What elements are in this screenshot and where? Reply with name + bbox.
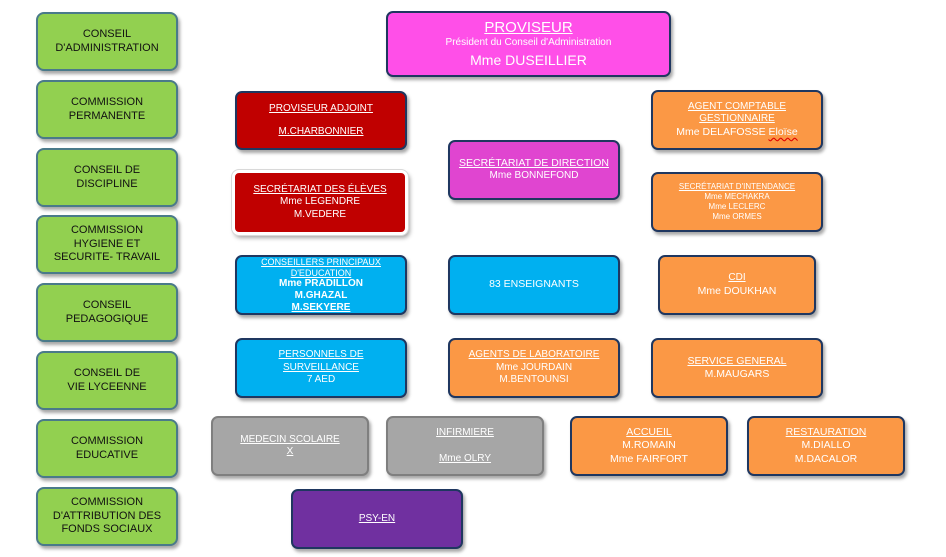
medecin-name: X [286, 446, 294, 457]
box-proviseur-adjoint: PROVISEUR ADJOINT M.CHARBONNIER [235, 91, 407, 150]
box-agent-comptable: AGENT COMPTABLE GESTIONNAIRE Mme DELAFOS… [651, 90, 823, 150]
agent-comptable-name: Mme DELAFOSSE Eloïse [676, 126, 797, 139]
secretariat-intendance-name-3: Mme ORMES [712, 212, 762, 221]
restauration-title: RESTAURATION [785, 426, 867, 439]
box-label: CONSEIL DE DISCIPLINE [73, 163, 141, 190]
box-cdi: CDI Mme DOUKHAN [658, 255, 816, 315]
box-restauration: RESTAURATION M.DIALLO M.DACALOR [747, 416, 905, 476]
laboratoire-name-2: M.BENTOUNSI [499, 374, 569, 386]
cpe-name-3: M.SEKYERE [291, 301, 351, 313]
secretariat-intendance-name-1: Mme MECHAKRA [704, 192, 770, 201]
secretariat-eleves-name-1: Mme LEGENDRE [279, 196, 360, 208]
box-commission-permanente: COMMISSION PERMANENTE [36, 80, 178, 139]
box-surveillance: PERSONNELS DE SURVEILLANCE 7 AED [235, 338, 407, 398]
proviseur-adjoint-title: PROVISEUR ADJOINT [269, 102, 373, 114]
box-proviseur: PROVISEUR Président du Conseil d'Adminis… [386, 11, 671, 77]
box-service-general: SERVICE GENERAL M.MAUGARS [651, 338, 823, 398]
enseignants-label: 83 ENSEIGNANTS [489, 278, 579, 291]
proviseur-name: Mme DUSEILLIER [470, 51, 587, 68]
secretariat-eleves-name-2: M.VEDERE [293, 208, 347, 220]
secretariat-intendance-name-2: Mme LECLERC [708, 202, 766, 211]
medecin-title: MEDECIN SCOLAIRE [240, 433, 340, 445]
box-medecin-scolaire: MEDECIN SCOLAIRE X [211, 416, 369, 476]
proviseur-adjoint-name: M.CHARBONNIER [278, 126, 364, 137]
secretariat-direction-title: SECRÉTARIAT DE DIRECTION [459, 157, 609, 170]
laboratoire-name-1: Mme JOURDAIN [495, 361, 573, 373]
box-conseil-discipline: CONSEIL DE DISCIPLINE [36, 148, 178, 207]
psy-en-title: PSY-EN [358, 512, 396, 524]
cpe-title: CONSEILLERS PRINCIPAUX D'EDUCATION [261, 257, 381, 278]
proviseur-subtitle: Président du Conseil d'Administration [445, 37, 612, 49]
secretariat-direction-name: Mme BONNEFOND [489, 170, 579, 182]
accueil-title: ACCUEIL [626, 426, 672, 439]
box-conseil-administration: CONSEIL D'ADMINISTRATION [36, 12, 178, 71]
cpe-name-1: Mme PRADILLON [279, 278, 363, 290]
box-label: CONSEIL D'ADMINISTRATION [55, 27, 159, 54]
box-label: COMMISSION D'ATTRIBUTION DES FONDS SOCIA… [52, 495, 162, 536]
box-secretariat-eleves: SECRÉTARIAT DES ÉLÈVES Mme LEGENDRE M.VE… [232, 170, 408, 235]
box-psy-en: PSY-EN [291, 489, 463, 549]
cdi-title: CDI [728, 272, 746, 284]
box-conseil-pedagogique: CONSEIL PEDAGOGIQUE [36, 283, 178, 342]
box-label: CONSEIL DE VIE LYCEENNE [67, 366, 147, 393]
box-label: CONSEIL PEDAGOGIQUE [65, 298, 149, 325]
box-conseil-vie-lyceenne: CONSEIL DE VIE LYCEENNE [36, 351, 178, 410]
agent-comptable-name-a: Mme DELAFOSSE [676, 125, 769, 138]
service-general-title: SERVICE GENERAL [687, 354, 787, 367]
surveillance-title: PERSONNELS DE SURVEILLANCE [278, 349, 364, 373]
secretariat-eleves-title: SECRÉTARIAT DES ÉLÈVES [253, 183, 387, 195]
restauration-name-1: M.DIALLO [801, 439, 851, 452]
laboratoire-title: AGENTS DE LABORATOIRE [468, 349, 600, 361]
box-infirmiere: INFIRMIERE Mme OLRY [386, 416, 544, 476]
restauration-name-2: M.DACALOR [794, 452, 858, 465]
accueil-name-2: Mme FAIRFORT [610, 452, 688, 465]
secretariat-intendance-title: SECRÉTARIAT D'INTENDANCE [678, 182, 796, 191]
accueil-name-1: M.ROMAIN [622, 439, 676, 452]
box-enseignants: 83 ENSEIGNANTS [448, 255, 620, 315]
box-label: COMMISSION PERMANENTE [68, 95, 146, 122]
infirmiere-title: INFIRMIERE [436, 426, 494, 438]
cdi-name: Mme DOUKHAN [697, 284, 777, 297]
box-accueil: ACCUEIL M.ROMAIN Mme FAIRFORT [570, 416, 728, 476]
service-general-name: M.MAUGARS [704, 368, 770, 380]
box-label: COMMISSION EDUCATIVE [70, 434, 144, 461]
agent-comptable-name-b: Eloïse [768, 125, 798, 138]
box-cpe: CONSEILLERS PRINCIPAUX D'EDUCATION Mme P… [235, 255, 407, 315]
box-commission-educative: COMMISSION EDUCATIVE [36, 419, 178, 478]
box-secretariat-direction: SECRÉTARIAT DE DIRECTION Mme BONNEFOND [448, 140, 620, 200]
box-commission-fonds-sociaux: COMMISSION D'ATTRIBUTION DES FONDS SOCIA… [36, 487, 178, 546]
box-laboratoire: AGENTS DE LABORATOIRE Mme JOURDAIN M.BEN… [448, 338, 620, 398]
cpe-name-2: M.GHAZAL [294, 290, 348, 302]
proviseur-title: PROVISEUR [484, 18, 573, 36]
box-commission-hygiene: COMMISSION HYGIENE ET SECURITE- TRAVAIL [36, 215, 178, 274]
agent-comptable-title: AGENT COMPTABLE GESTIONNAIRE [688, 100, 786, 125]
box-label: COMMISSION HYGIENE ET SECURITE- TRAVAIL [53, 223, 161, 264]
infirmiere-name: Mme OLRY [438, 453, 492, 464]
surveillance-name: 7 AED [306, 374, 336, 386]
box-secretariat-intendance: SECRÉTARIAT D'INTENDANCE Mme MECHAKRA Mm… [651, 172, 823, 232]
